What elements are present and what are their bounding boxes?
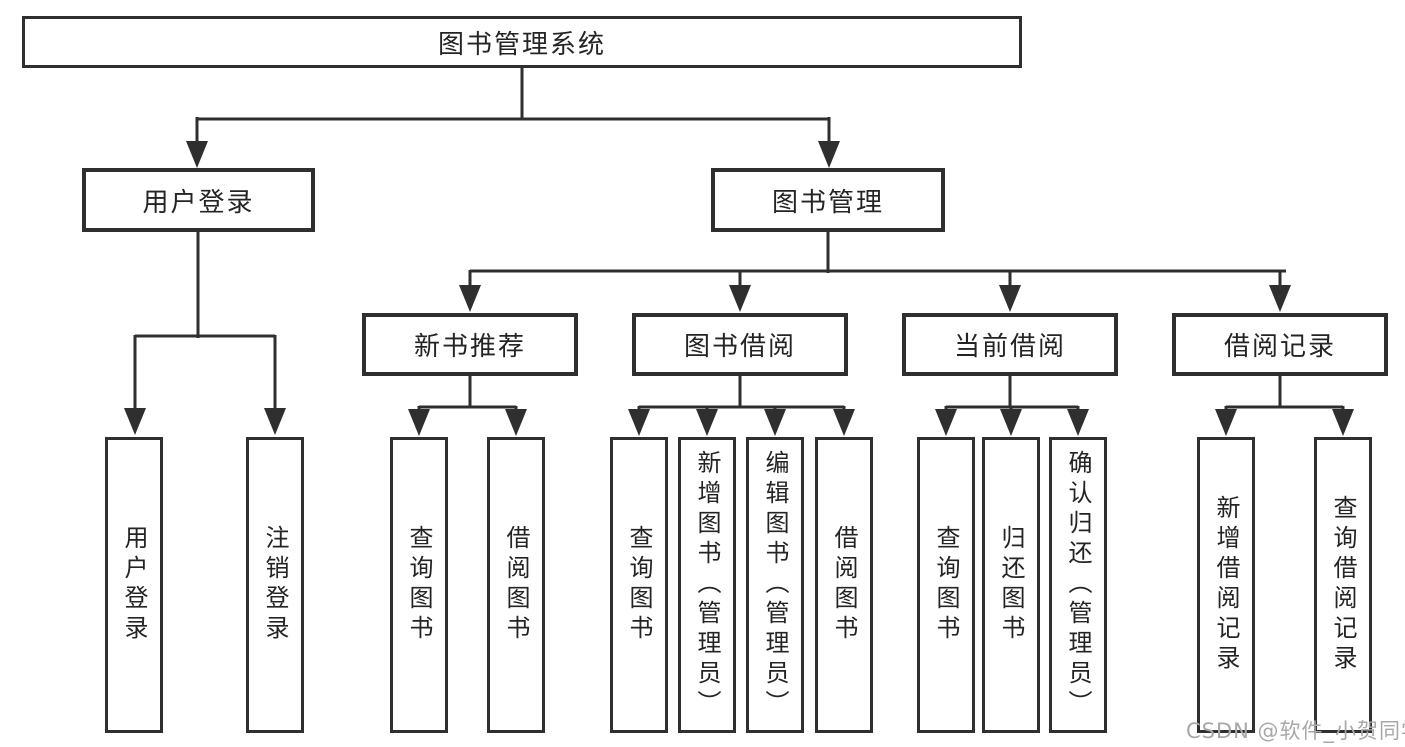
leaf-cb-return-books-label: 归还图书 bbox=[997, 525, 1025, 645]
csdn-watermark: CSDN @软件_小贺同学 bbox=[1186, 719, 1405, 743]
leaf-bb-query-books: 查询图书 bbox=[610, 437, 668, 733]
leaf-cb-confirm-return-admin-label: 确认归还（管理员） bbox=[1064, 450, 1092, 720]
leaf-bb-edit-books-admin-label: 编辑图书（管理员） bbox=[761, 450, 789, 720]
leaf-nb-query-books: 查询图书 bbox=[390, 437, 448, 733]
leaf-nb-borrow-books-label: 借阅图书 bbox=[502, 525, 530, 645]
leaf-br-query-record: 查询借阅记录 bbox=[1314, 437, 1372, 733]
leaf-nb-query-books-label: 查询图书 bbox=[405, 525, 433, 645]
leaf-bb-add-books-admin: 新增图书（管理员） bbox=[678, 437, 736, 733]
leaf-user-login: 用户登录 bbox=[105, 437, 163, 733]
leaf-br-query-record-label: 查询借阅记录 bbox=[1329, 495, 1357, 675]
node-current-borrowing: 当前借阅 bbox=[902, 313, 1118, 376]
leaf-logout-label: 注销登录 bbox=[261, 525, 289, 645]
node-book-borrowing: 图书借阅 bbox=[632, 313, 848, 376]
leaf-logout: 注销登录 bbox=[246, 437, 304, 733]
leaf-nb-borrow-books: 借阅图书 bbox=[487, 437, 545, 733]
leaf-bb-query-books-label: 查询图书 bbox=[625, 525, 653, 645]
leaf-bb-borrow-books: 借阅图书 bbox=[815, 437, 873, 733]
node-borrow-records: 借阅记录 bbox=[1172, 313, 1388, 376]
node-user-login: 用户登录 bbox=[82, 168, 315, 232]
leaf-cb-return-books: 归还图书 bbox=[982, 437, 1040, 733]
node-new-book-recommend: 新书推荐 bbox=[362, 313, 578, 376]
leaf-bb-add-books-admin-label: 新增图书（管理员） bbox=[693, 450, 721, 720]
leaf-cb-query-books: 查询图书 bbox=[917, 437, 975, 733]
leaf-user-login-label: 用户登录 bbox=[120, 525, 148, 645]
leaf-bb-borrow-books-label: 借阅图书 bbox=[830, 525, 858, 645]
node-book-management: 图书管理 bbox=[711, 168, 945, 232]
leaf-cb-query-books-label: 查询图书 bbox=[932, 525, 960, 645]
leaf-br-add-record: 新增借阅记录 bbox=[1197, 437, 1255, 733]
leaf-br-add-record-label: 新增借阅记录 bbox=[1212, 495, 1240, 675]
leaf-cb-confirm-return-admin: 确认归还（管理员） bbox=[1049, 437, 1107, 733]
arrowhead-icons bbox=[124, 141, 1354, 436]
connector-paths bbox=[133, 68, 1345, 412]
node-library-management-system: 图书管理系统 bbox=[22, 16, 1022, 68]
leaf-bb-edit-books-admin: 编辑图书（管理员） bbox=[746, 437, 804, 733]
